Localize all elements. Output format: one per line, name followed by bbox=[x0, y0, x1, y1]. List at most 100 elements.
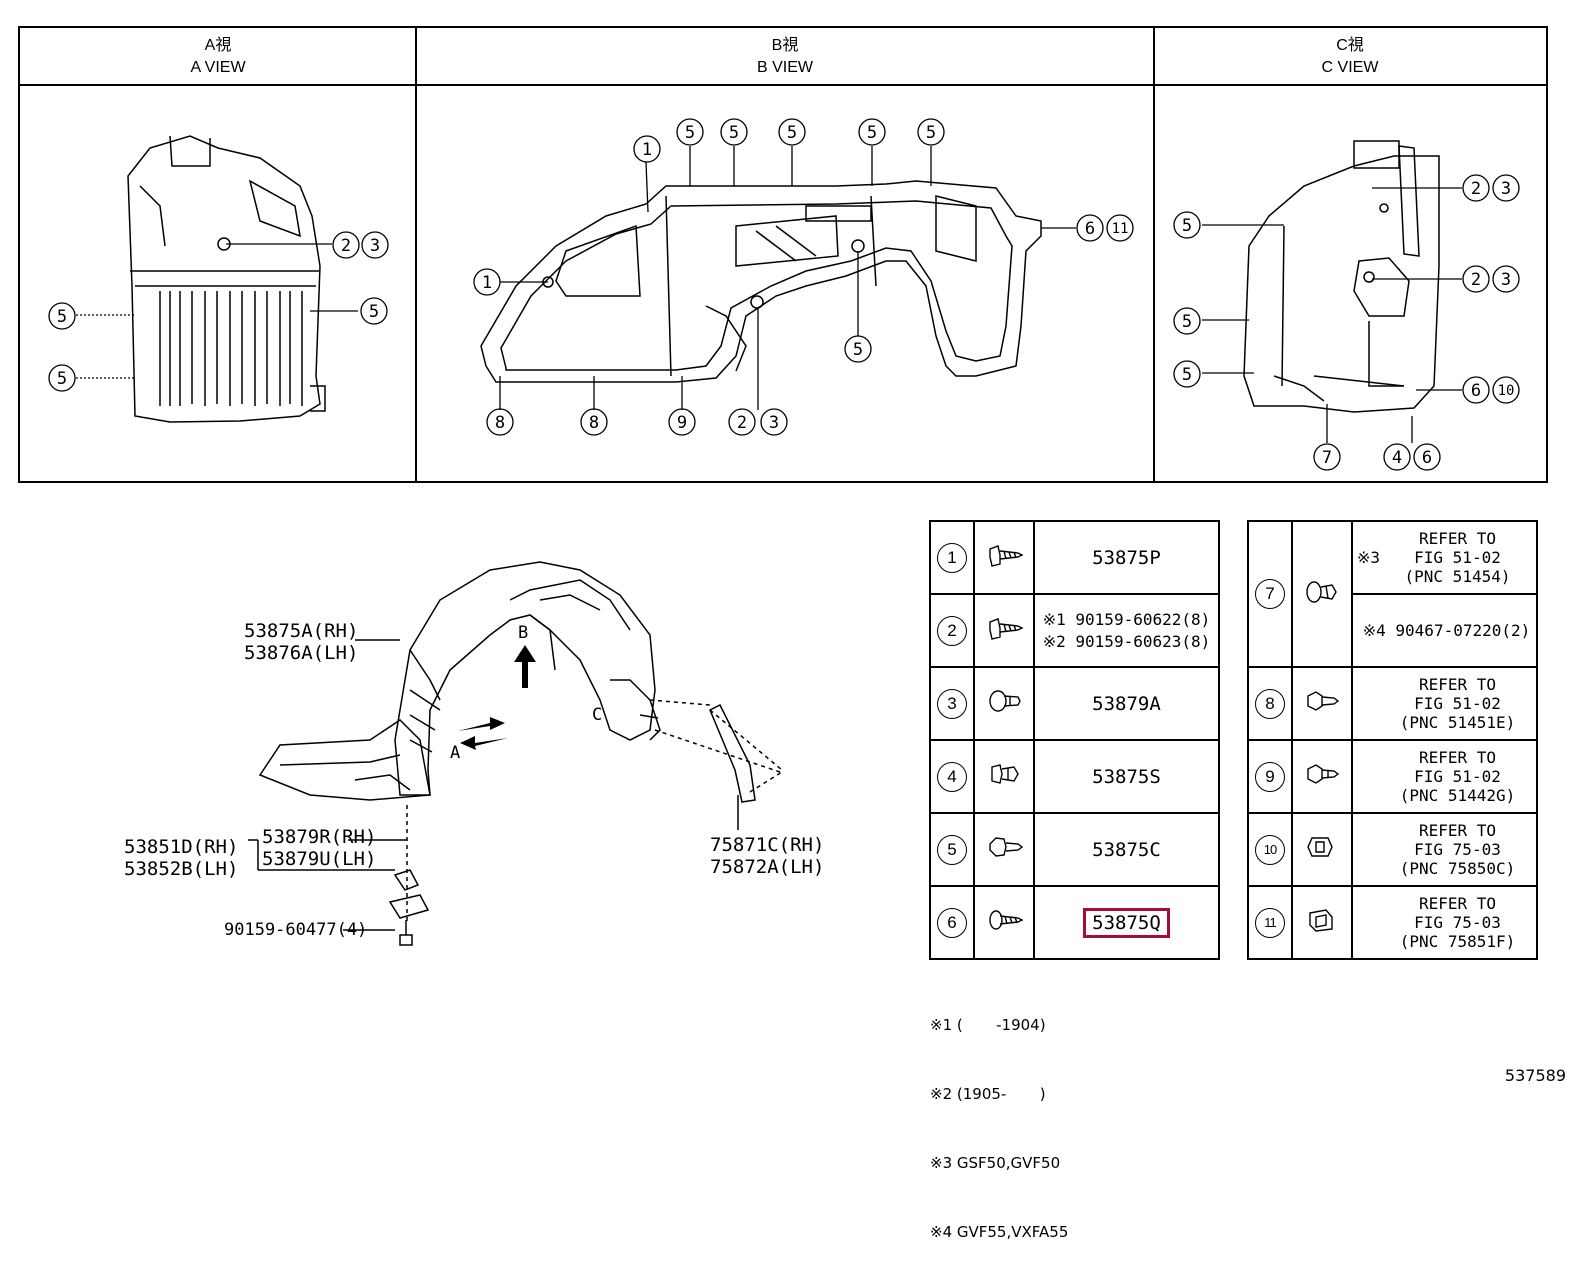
b-callout-5a: 5 bbox=[685, 123, 695, 143]
clip-icon bbox=[989, 690, 1021, 712]
view-a-callouts: 2 3 5 5 5 bbox=[48, 231, 389, 392]
part-number: 90159-60623(8) bbox=[1075, 631, 1211, 651]
label-liner-rh: 53875A(RH) bbox=[244, 620, 359, 642]
b-callout-1a: 1 bbox=[642, 140, 652, 160]
assembly-drawing: B A C bbox=[248, 561, 783, 946]
view-c-title-en: C VIEW bbox=[1321, 59, 1379, 76]
part-number: 53879A bbox=[1092, 692, 1161, 715]
clip-icon bbox=[991, 764, 1019, 784]
b-callout-5f: 5 bbox=[853, 340, 863, 360]
label-bracket-rh: 53851D(RH) bbox=[124, 836, 239, 858]
table-row: ※4 90467-07220(2) bbox=[1248, 593, 1538, 668]
label-seal-rh: 75871C(RH) bbox=[710, 834, 825, 856]
c-callout-3a: 3 bbox=[1501, 179, 1511, 199]
view-a-title-jp: A視 bbox=[204, 37, 232, 54]
label-seal-lh: 75872A(LH) bbox=[710, 856, 825, 878]
label-bolt: 90159-60477(4) bbox=[224, 920, 368, 940]
table-row: 1 53875P bbox=[929, 520, 1220, 595]
table-row: 11 REFER TO FIG 75-03 (PNC 75851F) bbox=[1247, 885, 1538, 960]
c-callout-6b: 6 bbox=[1422, 448, 1432, 468]
part-number: 53875S bbox=[1092, 765, 1161, 788]
view-c-title-jp: C視 bbox=[1336, 37, 1364, 54]
c-callout-2a: 2 bbox=[1471, 179, 1481, 199]
arrow-c-label: C bbox=[592, 705, 602, 725]
b-callout-8b: 8 bbox=[589, 413, 599, 433]
b-callout-5b: 5 bbox=[729, 123, 739, 143]
view-divider-1 bbox=[415, 28, 417, 481]
view-c-callouts: 2 3 5 2 3 5 5 6 10 7 4 6 bbox=[1173, 174, 1520, 471]
parts-table-right: 7 ※3 REFER TO FIG 51-02 (PNC 51454) ※4 90… bbox=[1247, 520, 1538, 960]
push-clip-icon bbox=[1307, 764, 1340, 784]
variant-notes: ※1 ( -1904) ※2 (1905- ) ※3 GSF50,GVF50 ※… bbox=[930, 968, 1068, 1267]
view-b-callouts: 1 1 5 5 5 5 5 6 11 5 8 8 9 2 3 bbox=[473, 118, 1134, 436]
table-row: 6 53875Q bbox=[929, 885, 1220, 960]
label-retainer-rh: 53879R(RH) bbox=[262, 826, 377, 848]
push-clip-icon bbox=[1307, 691, 1340, 711]
variant-mark: ※3 bbox=[1357, 548, 1381, 567]
arrow-a-label: A bbox=[450, 743, 460, 763]
note-4: ※4 GVF55,VXFA55 bbox=[930, 1223, 1069, 1241]
a-callout-5c: 5 bbox=[369, 302, 379, 322]
table-row: 10 REFER TO FIG 75-03 (PNC 75850C) bbox=[1247, 812, 1538, 887]
c-callout-7: 7 bbox=[1322, 448, 1332, 468]
view-panels: A視 A VIEW B視 B VIEW C視 C VIEW bbox=[18, 26, 1548, 483]
c-callout-5a: 5 bbox=[1182, 216, 1192, 236]
label-bracket-lh: 53852B(LH) bbox=[124, 858, 239, 880]
screw-icon bbox=[989, 910, 1024, 930]
screw-icon bbox=[989, 545, 1024, 567]
parts-table-left: 1 53875P 2 ※1 90159-60622(8) ※2 90159-60… bbox=[929, 520, 1220, 960]
table-row: 3 53879A bbox=[929, 666, 1220, 741]
c-callout-2b: 2 bbox=[1471, 270, 1481, 290]
a-callout-2: 2 bbox=[341, 236, 351, 256]
view-b-title-en: B VIEW bbox=[756, 59, 813, 76]
table-row: 8 REFER TO FIG 51-02 (PNC 51451E) bbox=[1247, 666, 1538, 741]
variant-mark: ※2 bbox=[1042, 631, 1066, 651]
variant-mark: ※1 bbox=[1042, 609, 1066, 629]
part-number: 53875C bbox=[1092, 838, 1161, 861]
a-callout-3: 3 bbox=[370, 236, 380, 256]
part-number-highlighted[interactable]: 53875Q bbox=[1083, 907, 1170, 938]
c-callout-10: 10 bbox=[1498, 383, 1515, 399]
view-a-title-en: A VIEW bbox=[190, 59, 246, 76]
b-callout-5c: 5 bbox=[787, 123, 797, 143]
row-no: 2 bbox=[937, 615, 967, 646]
b-callout-5d: 5 bbox=[867, 123, 877, 143]
push-clip-icon bbox=[1306, 580, 1337, 603]
view-b-drawing bbox=[480, 180, 1042, 383]
row-no: 9 bbox=[1255, 761, 1285, 792]
refer-text: REFER TO FIG 51-02 (PNC 51454) bbox=[1404, 529, 1511, 586]
b-callout-1b: 1 bbox=[482, 273, 492, 293]
clip-icon bbox=[989, 837, 1024, 857]
b-callout-5e: 5 bbox=[926, 123, 936, 143]
b-callout-6: 6 bbox=[1085, 219, 1095, 239]
c-callout-5b: 5 bbox=[1182, 312, 1192, 332]
nut-clip-icon bbox=[1309, 909, 1333, 932]
c-callout-6: 6 bbox=[1471, 381, 1481, 401]
note-3: ※3 GSF50,GVF50 bbox=[930, 1154, 1061, 1172]
view-b-header: B視 B VIEW bbox=[416, 28, 1154, 86]
variant-mark: ※4 bbox=[1362, 620, 1386, 640]
nut-clip-icon bbox=[1307, 837, 1333, 857]
refer-text: REFER TO FIG 51-02 (PNC 51442G) bbox=[1399, 748, 1516, 805]
table-row: 5 53875C bbox=[929, 812, 1220, 887]
refer-text: REFER TO FIG 75-03 (PNC 75850C) bbox=[1399, 821, 1516, 878]
table-row: 2 ※1 90159-60622(8) ※2 90159-60623(8) bbox=[929, 593, 1220, 668]
view-divider-2 bbox=[1153, 28, 1155, 481]
b-callout-11: 11 bbox=[1112, 221, 1129, 237]
b-callout-2: 2 bbox=[737, 413, 747, 433]
part-number: 90467-07220(2) bbox=[1395, 620, 1531, 640]
arrow-b-label: B bbox=[518, 623, 528, 643]
table-row: 9 REFER TO FIG 51-02 (PNC 51442G) bbox=[1247, 739, 1538, 814]
label-retainer-lh: 53879U(LH) bbox=[262, 848, 377, 870]
view-c-header: C視 C VIEW bbox=[1154, 28, 1546, 86]
row-no: 7 bbox=[1255, 579, 1285, 609]
a-callout-5b: 5 bbox=[57, 369, 67, 389]
row-no: 11 bbox=[1255, 907, 1285, 938]
view-a-header: A視 A VIEW bbox=[20, 28, 416, 86]
label-bracket: 53851D(RH) 53852B(LH) bbox=[124, 836, 238, 880]
c-callout-3b: 3 bbox=[1501, 270, 1511, 290]
label-liner: 53875A(RH) 53876A(LH) bbox=[244, 620, 358, 664]
view-b-title-jp: B視 bbox=[771, 37, 799, 54]
b-callout-9: 9 bbox=[677, 413, 687, 433]
b-callout-3: 3 bbox=[769, 413, 779, 433]
